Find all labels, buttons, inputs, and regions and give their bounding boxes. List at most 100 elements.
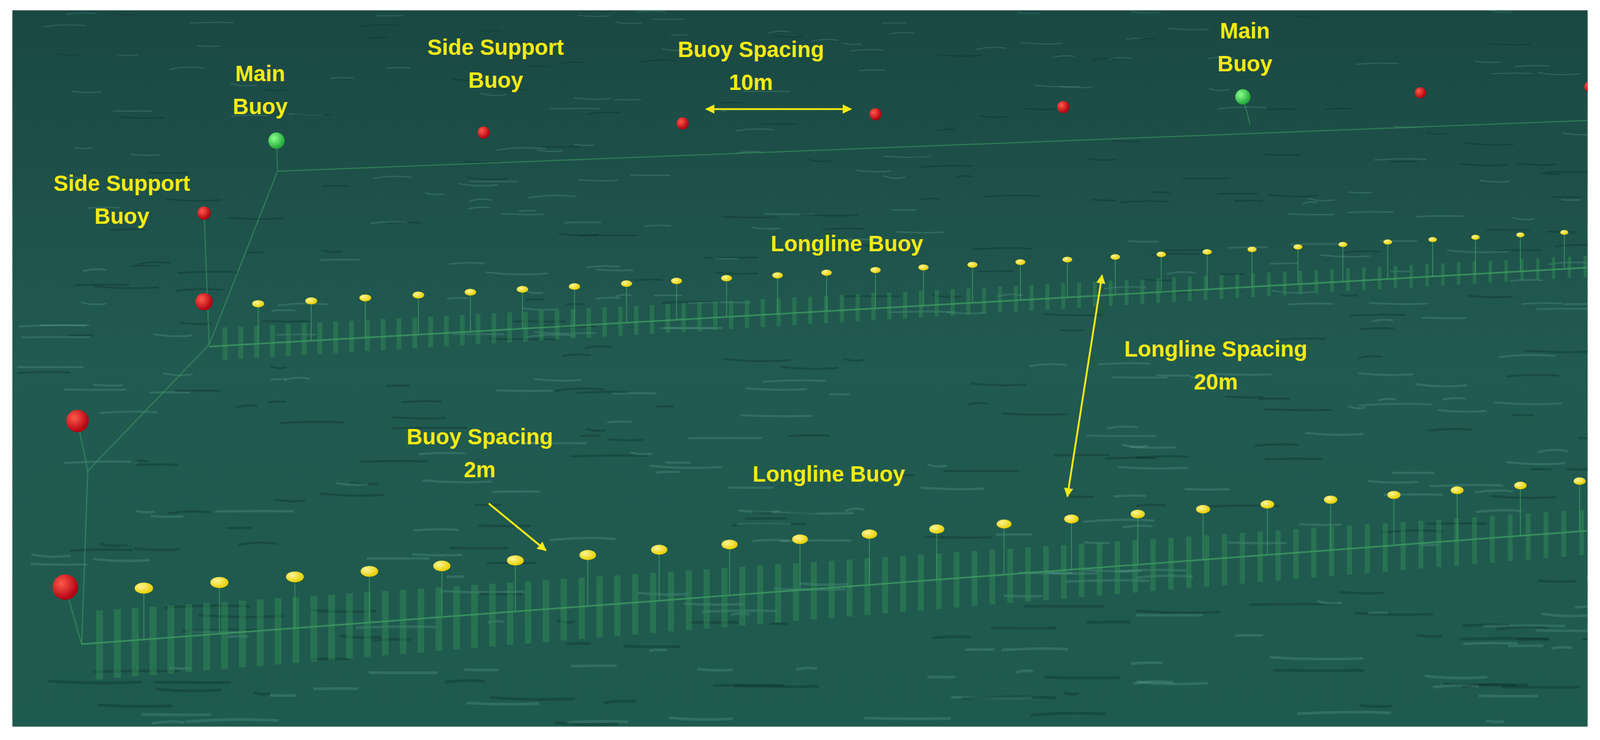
wave-stroke	[150, 516, 184, 518]
wave-stroke	[1297, 712, 1391, 715]
culture-rope	[1507, 514, 1513, 562]
wave-stroke	[1063, 693, 1079, 695]
wave-stroke	[1235, 634, 1263, 638]
wave-stroke	[614, 99, 642, 101]
longline-buoy	[1064, 514, 1080, 524]
wave-stroke	[1367, 481, 1418, 484]
wave-stroke	[1574, 605, 1588, 608]
wave-stroke	[1258, 399, 1290, 400]
wave-stroke	[1340, 294, 1359, 297]
culture-rope	[871, 293, 876, 321]
wave-stroke	[961, 697, 1057, 700]
wave-stroke	[1517, 638, 1550, 642]
buoy-line	[441, 566, 443, 618]
culture-rope	[274, 598, 282, 666]
wave-stroke	[655, 472, 680, 474]
culture-rope	[149, 607, 157, 676]
wave-stroke	[1530, 468, 1552, 471]
wave-stroke	[1490, 496, 1557, 499]
culture-rope	[1567, 256, 1571, 279]
culture-rope	[1140, 279, 1145, 305]
wave-stroke	[1070, 495, 1094, 499]
wave-stroke	[466, 703, 540, 705]
buoy-line	[1297, 246, 1299, 285]
wave-stroke	[596, 269, 634, 271]
wave-stroke	[1135, 610, 1221, 614]
culture-rope	[435, 587, 442, 652]
wave-stroke	[558, 233, 599, 236]
wave-stroke	[1127, 240, 1159, 242]
callout-label: Side Support Buoy	[413, 30, 578, 97]
wave-stroke	[849, 49, 884, 52]
wave-stroke	[492, 490, 540, 494]
wave-stroke	[490, 697, 575, 700]
callout-label: Longline Buoy	[731, 227, 963, 261]
buoy-line	[1019, 262, 1021, 301]
culture-rope	[807, 296, 813, 325]
longline-buoy	[1428, 237, 1437, 243]
wave-stroke	[418, 453, 466, 455]
wave-stroke	[413, 529, 459, 531]
wave-stroke	[1391, 472, 1435, 475]
wave-stroke	[1086, 622, 1131, 624]
wave-stroke	[1499, 355, 1556, 358]
buoy-line	[936, 529, 938, 581]
wave-stroke	[68, 334, 93, 337]
culture-rope	[886, 292, 892, 320]
wave-stroke	[975, 47, 1007, 50]
longline-buoy	[1471, 234, 1480, 240]
culture-rope	[238, 326, 244, 359]
buoy-line	[294, 577, 296, 629]
wave-stroke	[446, 575, 465, 579]
wave-stroke	[1511, 413, 1535, 417]
wave-stroke	[586, 266, 620, 268]
wave-stroke	[522, 308, 559, 311]
wave-stroke	[1130, 663, 1163, 665]
wave-stroke	[274, 499, 306, 502]
culture-rope	[614, 575, 621, 637]
wave-stroke	[254, 692, 271, 695]
wave-stroke	[1496, 627, 1549, 630]
side-support-buoy	[1057, 100, 1070, 114]
buoy-line	[1251, 249, 1253, 288]
wave-stroke	[603, 701, 637, 704]
farm-structure	[52, 81, 1588, 681]
culture-rope	[667, 571, 675, 632]
longline-buoy	[1130, 509, 1145, 519]
wave-stroke	[321, 185, 350, 188]
wave-stroke	[1501, 686, 1581, 689]
culture-rope	[489, 584, 496, 647]
culture-rope	[1400, 522, 1406, 571]
mooring-line	[81, 470, 88, 645]
wave-stroke	[74, 284, 130, 286]
wave-stroke	[92, 559, 150, 562]
wave-stroke	[1491, 73, 1533, 74]
callout-label: Side Support Buoy	[39, 166, 205, 233]
callout-label: Longline Buoy	[713, 457, 945, 491]
wave-stroke	[1217, 193, 1259, 195]
wave-stroke	[788, 435, 830, 437]
culture-rope	[1365, 524, 1371, 574]
wave-stroke	[113, 13, 136, 15]
culture-rope	[744, 300, 750, 329]
wave-stroke	[734, 128, 774, 131]
wave-stroke	[141, 714, 212, 716]
wave-stroke	[401, 401, 442, 403]
culture-rope	[131, 608, 139, 677]
wave-stroke	[668, 717, 733, 720]
wave-stroke	[1288, 214, 1334, 215]
culture-rope	[739, 566, 746, 626]
wave-stroke	[1111, 376, 1167, 379]
culture-rope	[1311, 528, 1317, 578]
wave-stroke	[1367, 612, 1388, 615]
wave-stroke	[983, 195, 1041, 197]
wave-stroke	[566, 721, 628, 723]
wave-stroke	[262, 321, 312, 322]
culture-rope	[1377, 266, 1382, 290]
side-support-buoy	[197, 206, 211, 220]
wave-stroke	[1508, 644, 1544, 648]
wave-stroke	[367, 37, 389, 39]
buoy-line	[923, 267, 925, 306]
culture-rope	[428, 316, 434, 348]
